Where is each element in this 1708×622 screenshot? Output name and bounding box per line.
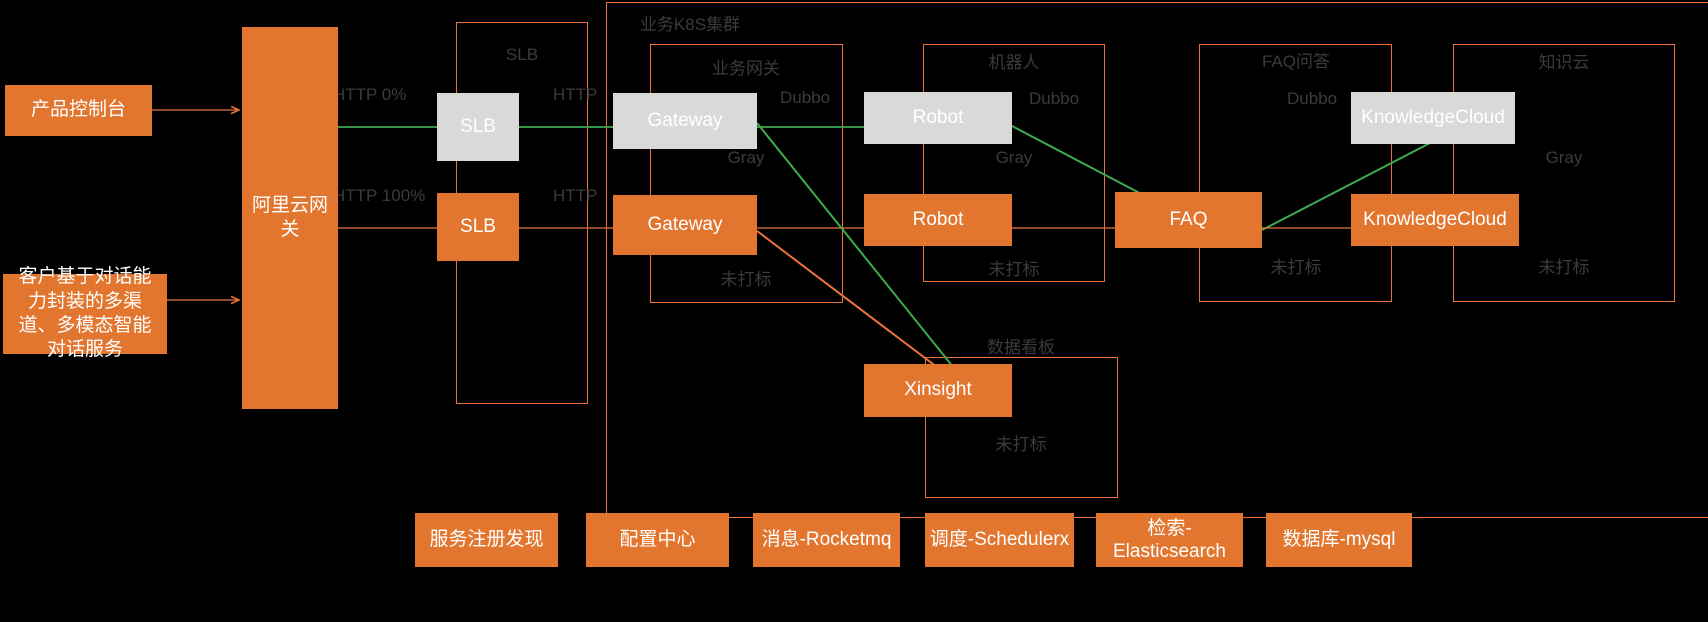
- node-gateway-gray[interactable]: Gateway: [613, 93, 757, 149]
- node-slb-gray[interactable]: SLB: [437, 93, 519, 161]
- group-title-slb: SLB: [505, 45, 539, 64]
- node-robot-gray[interactable]: Robot: [864, 92, 1012, 144]
- node-gateway-orange[interactable]: Gateway: [613, 195, 757, 255]
- edge-label-http-slb-gray: HTTP: [553, 85, 598, 104]
- edge-label-dubbo-faq-kc: Dubbo: [1287, 89, 1338, 108]
- edge-label-dubbo-gateway-robot: Dubbo: [780, 88, 831, 107]
- bottom-schedule-schedulerx[interactable]: 调度-Schedulerx: [925, 513, 1074, 567]
- group-frame-faq: [1199, 44, 1392, 302]
- group-frame-robot: [923, 44, 1105, 282]
- group-frame-business-gateway: [650, 44, 843, 303]
- bottom-service-registry[interactable]: 服务注册发现: [415, 513, 558, 567]
- group-title-k8s-cluster: 业务K8S集群: [639, 15, 741, 34]
- bottom-message-rocketmq[interactable]: 消息-Rocketmq: [753, 513, 900, 567]
- tag-knowledge-cloud-untagged: 未打标: [1538, 258, 1590, 277]
- bottom-database-mysql[interactable]: 数据库-mysql: [1266, 513, 1412, 567]
- tag-faq-untagged: 未打标: [1270, 258, 1322, 277]
- group-title-business-gateway: 业务网关: [712, 59, 780, 78]
- group-title-robot: 机器人: [988, 53, 1040, 72]
- group-frame-knowledge-cloud: [1453, 44, 1675, 302]
- node-slb-orange[interactable]: SLB: [437, 193, 519, 261]
- node-knowledge-cloud-gray[interactable]: KnowledgeCloud: [1351, 92, 1515, 144]
- node-faq[interactable]: FAQ: [1115, 192, 1262, 248]
- node-knowledge-cloud-orange[interactable]: KnowledgeCloud: [1351, 194, 1519, 246]
- node-xinsight[interactable]: Xinsight: [864, 364, 1012, 417]
- tag-robot-untagged: 未打标: [988, 260, 1040, 279]
- edge-label-dubbo-robot-faq: Dubbo: [1029, 89, 1080, 108]
- tag-gateway-untagged: 未打标: [720, 270, 772, 289]
- node-product-console[interactable]: 产品控制台: [5, 85, 152, 136]
- node-aliyun-gateway[interactable]: 阿里云网关: [242, 27, 338, 409]
- tag-robot-gray: Gray: [995, 148, 1033, 167]
- edge-label-http-100: HTTP 100%: [333, 186, 426, 205]
- tag-dashboard-untagged: 未打标: [995, 435, 1047, 454]
- node-robot-orange[interactable]: Robot: [864, 194, 1012, 246]
- edge-label-http-0: HTTP 0%: [333, 85, 407, 104]
- group-title-dashboard: 数据看板: [987, 338, 1055, 357]
- node-customer-service[interactable]: 客户基于对话能力封装的多渠道、多模态智能对话服务: [3, 266, 167, 360]
- tag-gateway-gray: Gray: [727, 148, 765, 167]
- group-frame-dashboard: [925, 357, 1118, 498]
- edge-label-http-slb-normal: HTTP: [553, 186, 598, 205]
- bottom-search-elasticsearch[interactable]: 检索- Elasticsearch: [1096, 513, 1243, 567]
- bottom-config-center[interactable]: 配置中心: [586, 513, 729, 567]
- group-title-knowledge-cloud: 知识云: [1538, 53, 1590, 72]
- tag-knowledge-cloud-gray: Gray: [1545, 148, 1583, 167]
- group-title-faq: FAQ问答: [1261, 52, 1331, 71]
